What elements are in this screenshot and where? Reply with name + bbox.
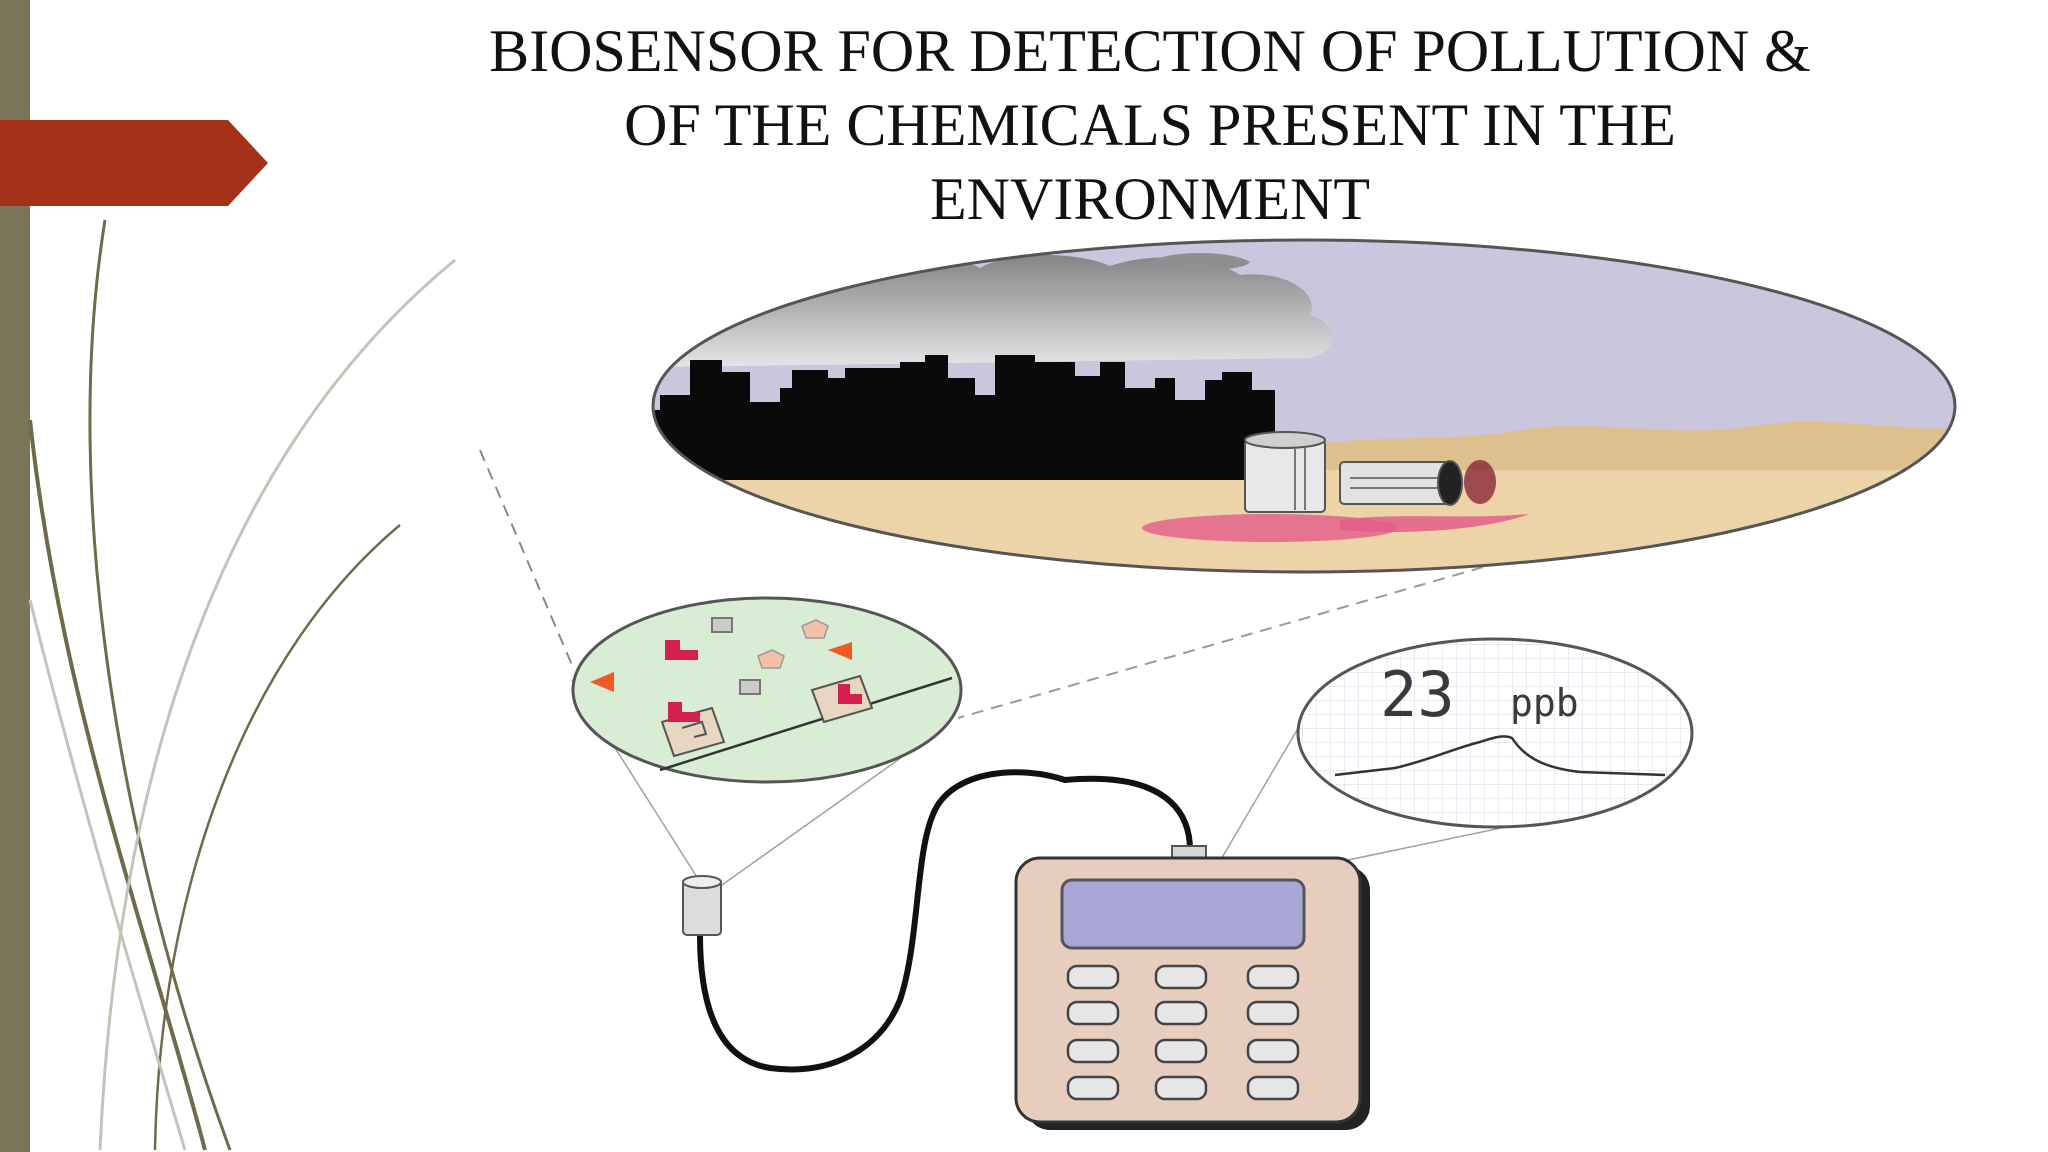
readout-value: 23 [1380, 658, 1455, 731]
swoosh-line-1 [88, 219, 232, 1151]
title-line-2: OF THE CHEMICALS PRESENT IN THE [624, 92, 1676, 158]
probe-icon [682, 769, 1193, 1073]
swoosh-line-4 [98, 258, 456, 1151]
barrel-icon [1142, 431, 1530, 542]
title-line-1: BIOSENSOR FOR DETECTION OF POLLUTION & [489, 18, 1811, 84]
pollution-scene [651, 238, 1957, 574]
title-line-3: ENVIRONMENT [930, 166, 1370, 232]
contaminant-particles [590, 617, 852, 695]
accent-tab [0, 120, 268, 206]
device-screen [1060, 878, 1306, 950]
slide-title: BIOSENSOR FOR DETECTION OF POLLUTION & O… [400, 14, 1900, 236]
device-keypad [1066, 964, 1300, 1101]
swoosh-line-3 [153, 524, 401, 1151]
target-analyte [665, 640, 862, 722]
sample-zoom-circle [571, 596, 963, 784]
distant-dunes [1260, 421, 1955, 470]
signal-peak-trace [1334, 735, 1666, 777]
readout-unit: ppb [1510, 681, 1579, 725]
readout-zoom-circle: 23 ppb [1296, 637, 1694, 829]
scene-outline [651, 238, 1957, 574]
swoosh-line-2 [28, 419, 207, 1151]
smoke-cloud-icon [653, 253, 1333, 368]
sensor-surface-line [659, 676, 953, 772]
swoosh-line-5 [28, 599, 187, 1151]
handheld-device-icon [1014, 845, 1370, 1130]
